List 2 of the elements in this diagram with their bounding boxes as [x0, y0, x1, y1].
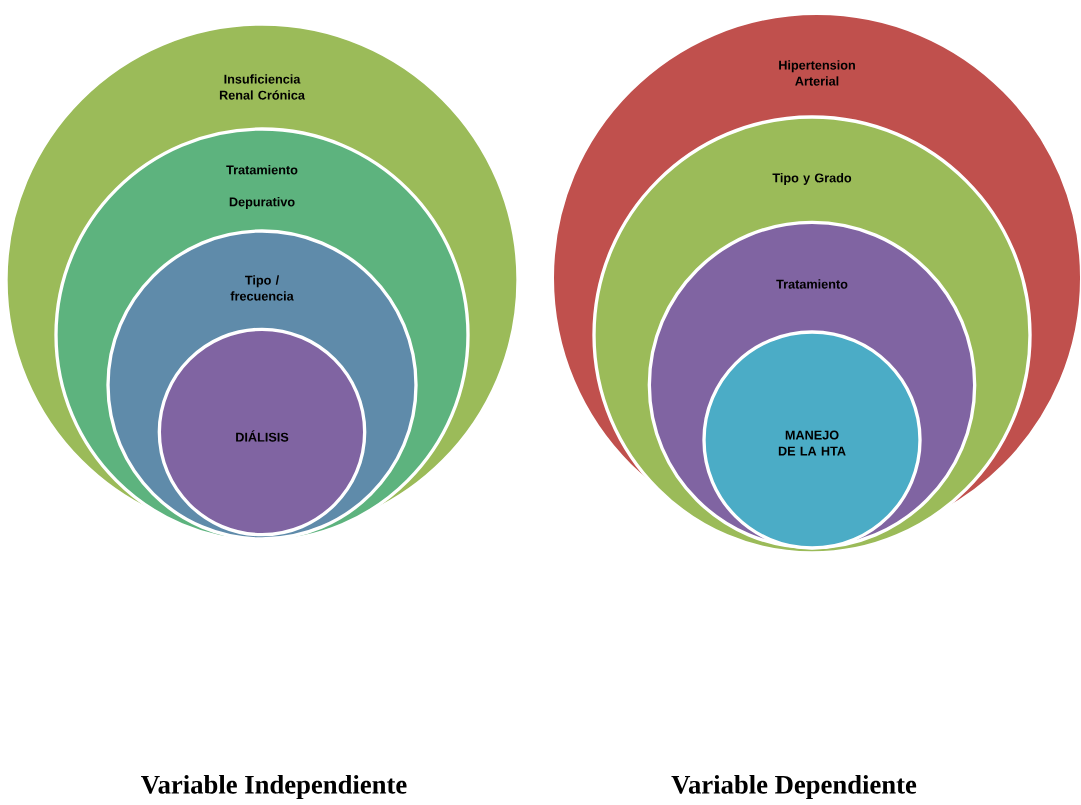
- caption-text: Variable Independiente: [141, 774, 407, 800]
- caption-text: Variable Dependiente: [671, 774, 917, 800]
